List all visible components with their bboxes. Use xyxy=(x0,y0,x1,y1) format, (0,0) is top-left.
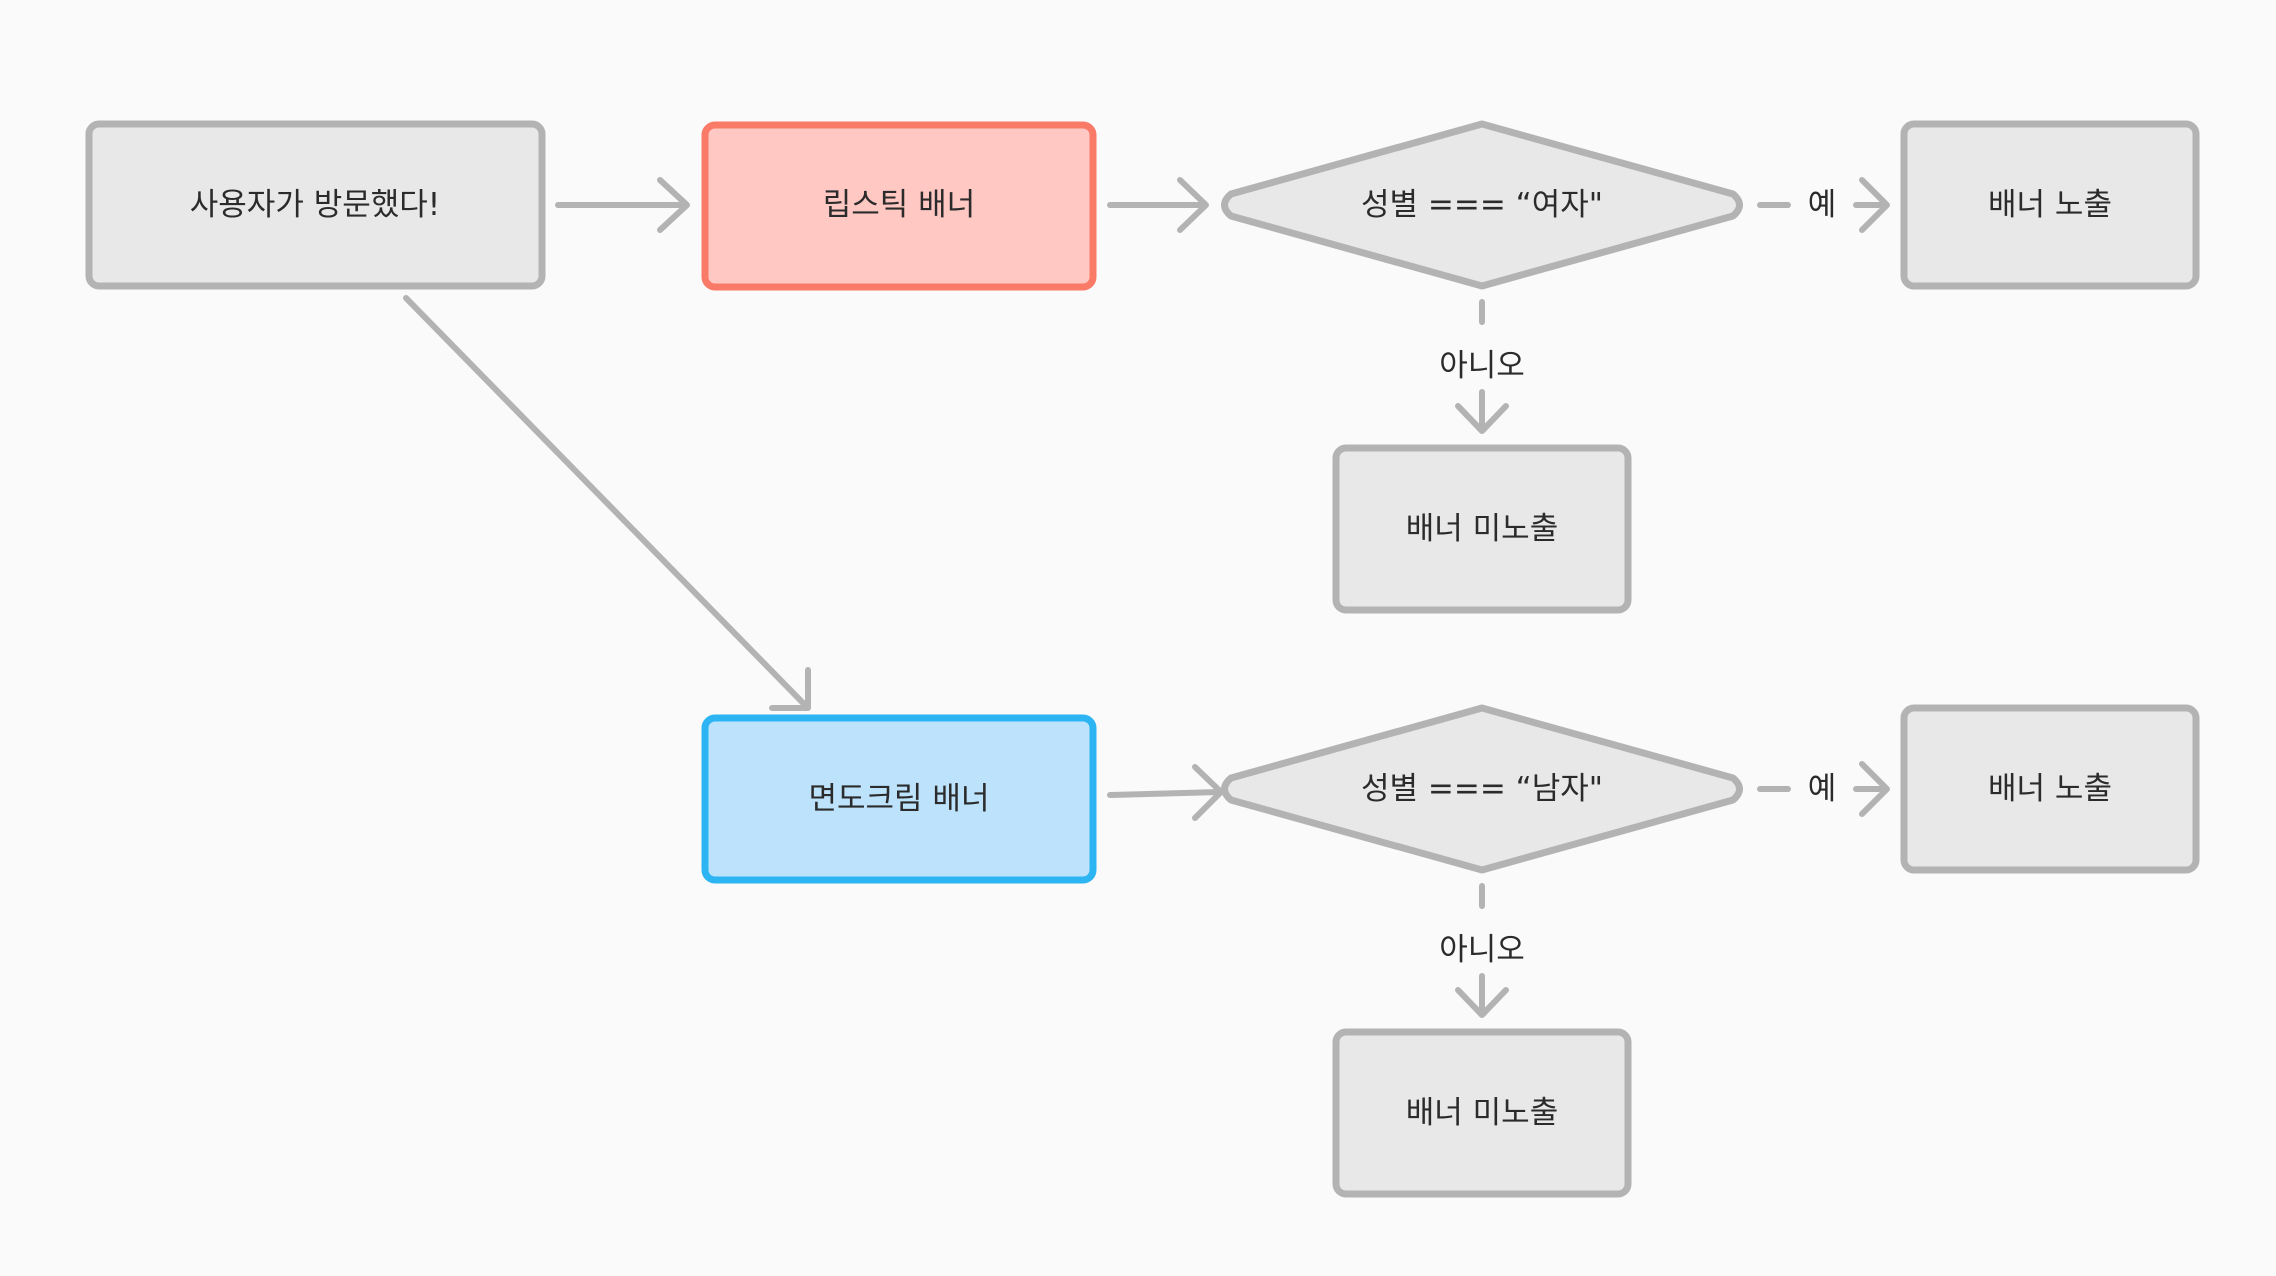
edge-label-female-no: 아니오 xyxy=(1439,348,1525,384)
connectors xyxy=(403,177,1890,1018)
node-show-banner-top[interactable]: 배너 노출 xyxy=(1900,120,2200,290)
node-lipstick-banner-label: 립스틱 배너 xyxy=(823,187,975,223)
node-visit[interactable]: 사용자가 방문했다! xyxy=(85,120,546,290)
node-hide-banner-top[interactable]: 배너 미노출 xyxy=(1332,444,1632,614)
edge-visit-to-lipstick xyxy=(555,177,690,233)
node-show-banner-bottom[interactable]: 배너 노출 xyxy=(1900,704,2200,874)
edge-labels: 예 아니오 예 아니오 xyxy=(1439,187,1836,968)
node-hide-banner-bottom-label: 배너 미노출 xyxy=(1406,1095,1558,1131)
node-show-banner-bottom-label: 배너 노출 xyxy=(1988,771,2112,807)
node-condition-male[interactable]: 성별 === “남자" xyxy=(1221,704,1743,874)
edge-label-male-no: 아니오 xyxy=(1439,932,1525,968)
node-shaving-cream-banner-label: 면도크림 배너 xyxy=(809,781,990,817)
edge-shaving-to-cond-male xyxy=(1107,764,1224,821)
edge-male-no xyxy=(1455,883,1509,1018)
edge-label-female-yes: 예 xyxy=(1808,187,1837,223)
node-condition-female-label: 성별 === “여자" xyxy=(1361,187,1603,223)
node-condition-female[interactable]: 성별 === “여자" xyxy=(1221,120,1743,290)
node-show-banner-top-label: 배너 노출 xyxy=(1988,187,2112,223)
edge-female-yes xyxy=(1757,177,1890,233)
node-hide-banner-bottom[interactable]: 배너 미노출 xyxy=(1332,1028,1632,1198)
edge-female-no xyxy=(1455,299,1509,434)
node-condition-male-label: 성별 === “남자" xyxy=(1361,771,1603,807)
node-lipstick-banner[interactable]: 립스틱 배너 xyxy=(701,121,1097,291)
node-shaving-cream-banner[interactable]: 면도크림 배너 xyxy=(701,714,1097,884)
edge-lipstick-to-cond-female xyxy=(1107,177,1209,233)
edge-male-yes xyxy=(1757,761,1890,817)
node-visit-label: 사용자가 방문했다! xyxy=(190,187,440,223)
node-hide-banner-top-label: 배너 미노출 xyxy=(1406,511,1558,547)
edge-label-male-yes: 예 xyxy=(1808,771,1837,807)
edge-visit-to-shaving xyxy=(403,295,811,711)
